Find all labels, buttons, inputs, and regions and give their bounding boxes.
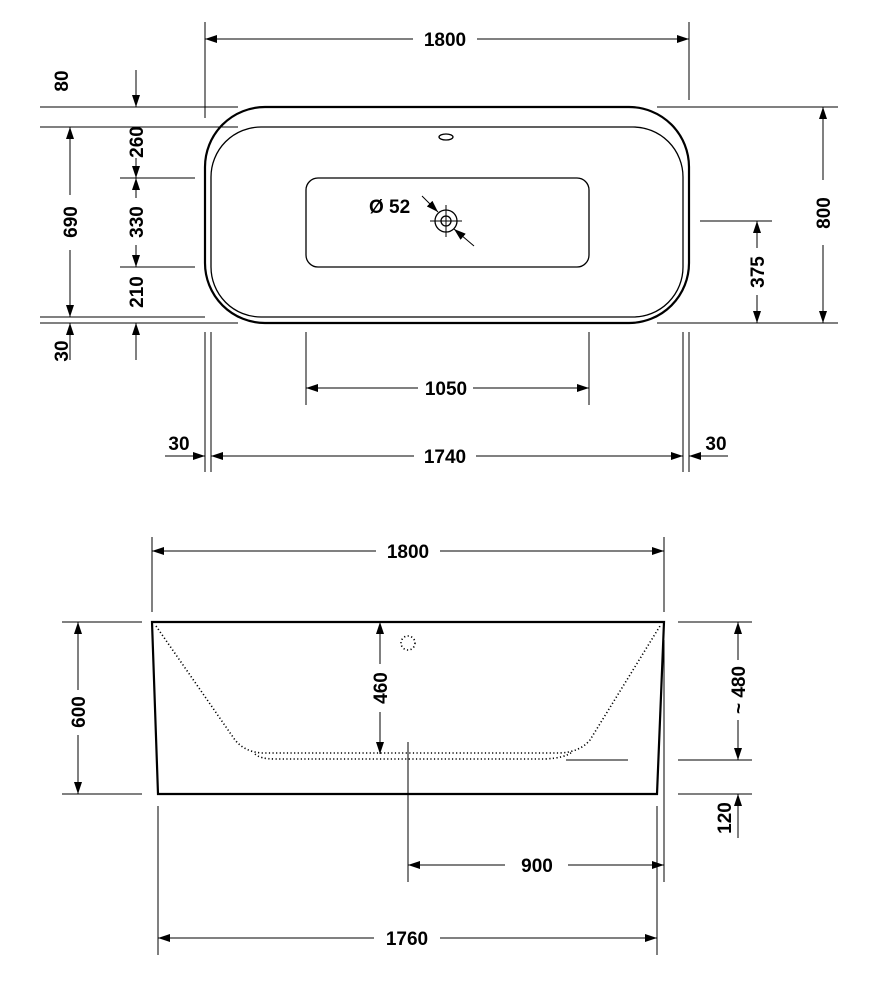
dim-label-base-height: 120	[715, 802, 736, 834]
dim-label-inner-top: 260	[127, 126, 148, 158]
dim-label-rim-left: 30	[168, 434, 189, 455]
dim-label-length-top: 1800	[424, 30, 466, 51]
dim-label-edge-bottom: 30	[52, 340, 73, 361]
tub-inner-profile	[155, 625, 661, 754]
drain-symbol	[421, 195, 475, 247]
tub-outer-outline	[203, 105, 691, 325]
dim-label-inner-height: 690	[61, 206, 82, 238]
side-extension-lines	[62, 537, 752, 955]
dim-label-base-length: 1760	[386, 929, 428, 950]
dim-label-side-length: 1800	[387, 542, 429, 563]
dim-label-drain-diameter: Ø 52	[369, 197, 410, 218]
dim-label-drain-offset: 375	[748, 256, 769, 288]
tub-inner-outline	[210, 126, 684, 318]
dim-label-edge-top: 80	[52, 70, 73, 91]
tub-floor-area	[305, 177, 590, 268]
dim-label-drain-zone: 330	[127, 206, 148, 238]
dim-label-width: 800	[814, 197, 835, 229]
top-extension-lines	[40, 22, 838, 472]
dim-label-inner-length: 1740	[424, 447, 466, 468]
dim-label-total-height: 600	[69, 696, 90, 728]
overflow-side	[400, 635, 416, 651]
top-view: 1800 800 375 80 260 690 330 210 30 Ø 52	[40, 22, 838, 472]
dim-label-drain-distance: 900	[521, 856, 553, 877]
dim-label-floor-length: 1050	[425, 379, 467, 400]
dim-label-approx-height: ~ 480	[729, 666, 750, 714]
dim-label-rim-right: 30	[705, 434, 726, 455]
side-view: 1800 600 460 ~ 480 120 900 1760	[62, 537, 752, 955]
overflow-hole	[438, 133, 454, 141]
dim-label-inner-bottom: 210	[127, 276, 148, 308]
tub-side-outline	[150, 620, 666, 796]
dim-label-water-depth: 460	[371, 672, 392, 704]
